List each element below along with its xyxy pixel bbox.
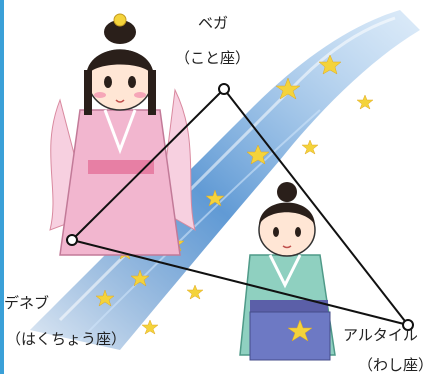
hikoboshi-eye (273, 227, 279, 237)
orihime-eye (128, 76, 136, 88)
orihime-hair-side (84, 70, 92, 115)
hikoboshi-belt (250, 300, 328, 312)
orihime-illustration (49, 13, 196, 256)
star-icon (275, 77, 301, 100)
orihime-kimono (59, 109, 181, 256)
star-icon (186, 284, 204, 300)
milky-way-streak (58, 16, 396, 322)
star-icon (95, 289, 115, 307)
left-edge-accent (0, 0, 4, 374)
star-icon (205, 189, 225, 207)
vega-star-marker (218, 83, 230, 95)
orihime-hair-ornament (113, 13, 127, 27)
orihime-mouth (115, 99, 125, 103)
lyra-constellation-label: （こと座） (175, 49, 251, 67)
altair-label: アルタイル (343, 326, 418, 344)
orihime-blush (134, 92, 146, 98)
hikoboshi-hair (259, 202, 315, 225)
deneb-label: デネブ (4, 294, 50, 312)
triangle-edge-vega-altair (223, 88, 409, 326)
orihime-blush (94, 92, 106, 98)
triangle-edge-vega-deneb (71, 88, 225, 241)
orihime-collar (103, 109, 137, 155)
milky-way-streak (79, 109, 321, 341)
cygnus-constellation-label: （はくちょう座） (6, 330, 127, 348)
hikoboshi-topknot (277, 182, 297, 202)
star-icon (130, 269, 150, 287)
triangle-edge-deneb-altair (71, 239, 409, 326)
vega-label: ベガ (198, 14, 229, 32)
aquila-constellation-label: （わし座） (358, 356, 434, 374)
star-icon (356, 94, 374, 110)
orihime-topknot (104, 20, 136, 44)
star-icon (246, 144, 270, 165)
milky-way-band (30, 10, 420, 350)
star-icon (141, 319, 159, 335)
altair-star-marker (402, 319, 414, 331)
hikoboshi-illustration (239, 182, 336, 361)
hikoboshi-eye (295, 227, 301, 237)
star-icon (287, 319, 313, 342)
hikoboshi-collar (268, 254, 302, 289)
star-icon (318, 54, 342, 75)
orihime-hair (86, 49, 154, 78)
orihime-eye (104, 76, 112, 88)
orihime-hair-side (148, 70, 156, 115)
star-icon (301, 139, 319, 155)
summer-triangle (66, 83, 414, 331)
hikoboshi-mouth (282, 245, 292, 249)
deneb-star-marker (66, 234, 78, 246)
hikoboshi-hakama (249, 311, 331, 361)
orihime-sash (88, 160, 154, 174)
